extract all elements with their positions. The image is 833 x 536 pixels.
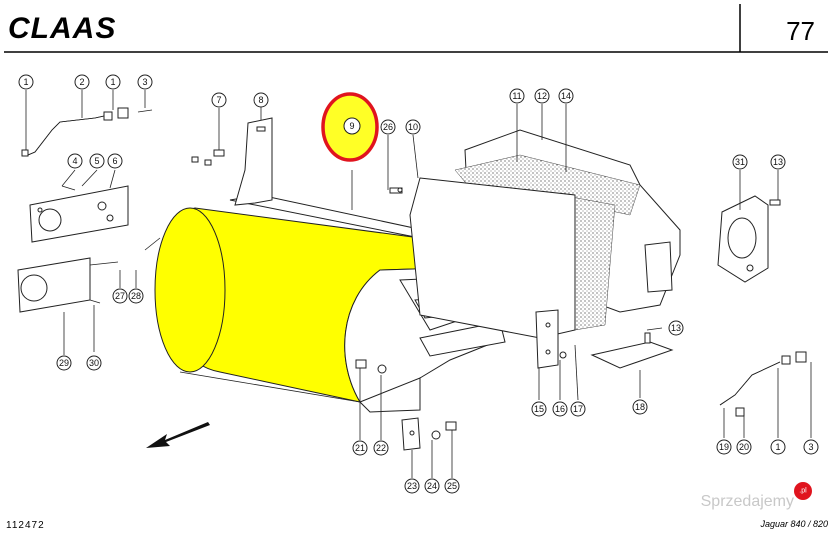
svg-text:5: 5 [94, 156, 99, 166]
svg-text:24: 24 [427, 481, 437, 491]
svg-text:6: 6 [112, 156, 117, 166]
svg-text:12: 12 [537, 91, 547, 101]
svg-text:3: 3 [808, 442, 813, 452]
callout-1a: 1 [18, 74, 34, 90]
mount-hardware [355, 359, 457, 478]
watermark-text: Sprzedajemy [701, 493, 794, 510]
callout-8: 8 [253, 92, 269, 108]
svg-text:30: 30 [89, 358, 99, 368]
watermark-badge: .pl [799, 488, 807, 495]
svg-text:1: 1 [110, 77, 115, 87]
callout-3b: 3 [803, 439, 819, 455]
svg-text:21: 21 [355, 443, 365, 453]
callout-9-over-ring [343, 117, 361, 135]
hydraulic-pipe-left [21, 90, 153, 157]
callout-24: 24 [424, 478, 440, 494]
model-label: Jaguar 840 / 820 [759, 519, 828, 529]
sprzedajemy-watermark: Sprzedajemy .pl [701, 482, 812, 510]
svg-text:19: 19 [719, 442, 729, 452]
callout-30: 30 [86, 355, 102, 371]
svg-text:14: 14 [561, 91, 571, 101]
side-plate-assembly [17, 169, 137, 355]
document-number: 112472 [6, 520, 45, 531]
callout-26: 26 [380, 119, 396, 135]
page-number: 77 [786, 16, 815, 46]
callout-2: 2 [74, 74, 90, 90]
hydraulic-pipe-right [719, 351, 812, 438]
callout-12: 12 [534, 88, 550, 104]
svg-text:27: 27 [115, 291, 125, 301]
svg-text:26: 26 [383, 122, 393, 132]
callout-31: 31 [732, 154, 748, 170]
callout-23: 23 [404, 478, 420, 494]
svg-text:2: 2 [79, 77, 84, 87]
callout-28: 28 [128, 288, 144, 304]
lower-brackets [535, 309, 674, 401]
svg-text:13: 13 [671, 323, 681, 333]
callout-16: 16 [552, 401, 568, 417]
svg-text:23: 23 [407, 481, 417, 491]
svg-text:1: 1 [775, 442, 780, 452]
svg-text:10: 10 [408, 122, 418, 132]
callout-1c: 1 [770, 439, 786, 455]
claas-logo: CLAAS [8, 12, 116, 45]
callout-10: 10 [405, 119, 421, 135]
rear-cover-assembly [409, 104, 681, 339]
callout-11: 11 [509, 88, 525, 104]
watermark-badge-icon [794, 482, 812, 500]
svg-text:29: 29 [59, 358, 69, 368]
callout-6: 6 [107, 153, 123, 169]
svg-text:31: 31 [735, 157, 745, 167]
callout-7: 7 [211, 92, 227, 108]
right-bracket-31 [717, 170, 781, 283]
callout-25: 25 [444, 478, 460, 494]
callout-1b: 1 [105, 74, 121, 90]
drum-part-9-highlighted [144, 207, 447, 403]
svg-text:18: 18 [635, 402, 645, 412]
svg-text:1: 1 [23, 77, 28, 87]
callout-21: 21 [352, 440, 368, 456]
direction-arrow-icon [146, 422, 210, 448]
callout-14: 14 [558, 88, 574, 104]
callout-18: 18 [632, 399, 648, 415]
callout-27: 27 [112, 288, 128, 304]
callout-3a: 3 [137, 74, 153, 90]
bracket-8-bolt-7 [191, 107, 273, 206]
callout-19: 19 [716, 439, 732, 455]
callout-29: 29 [56, 355, 72, 371]
callout-20: 20 [736, 439, 752, 455]
svg-text:3: 3 [142, 77, 147, 87]
svg-text:8: 8 [258, 95, 263, 105]
callout-9-label: 9 [349, 121, 354, 131]
svg-text:11: 11 [512, 91, 521, 101]
svg-text:13: 13 [773, 157, 783, 167]
svg-text:17: 17 [573, 404, 583, 414]
callout-17: 17 [570, 401, 586, 417]
svg-text:28: 28 [131, 291, 141, 301]
callout-4: 4 [67, 153, 83, 169]
callout-13b: 13 [668, 320, 684, 336]
svg-text:25: 25 [447, 481, 457, 491]
svg-text:7: 7 [216, 95, 221, 105]
svg-text:4: 4 [72, 156, 77, 166]
callout-5: 5 [89, 153, 105, 169]
svg-text:22: 22 [376, 443, 386, 453]
svg-text:16: 16 [555, 404, 565, 414]
callout-labels: 1 2 1 3 7 8 9 26 10 11 12 14 4 5 6 31 13… [18, 74, 819, 494]
svg-text:20: 20 [739, 442, 749, 452]
callout-22: 22 [373, 440, 389, 456]
svg-text:15: 15 [534, 404, 544, 414]
callout-13a: 13 [770, 154, 786, 170]
callout-15: 15 [531, 401, 547, 417]
